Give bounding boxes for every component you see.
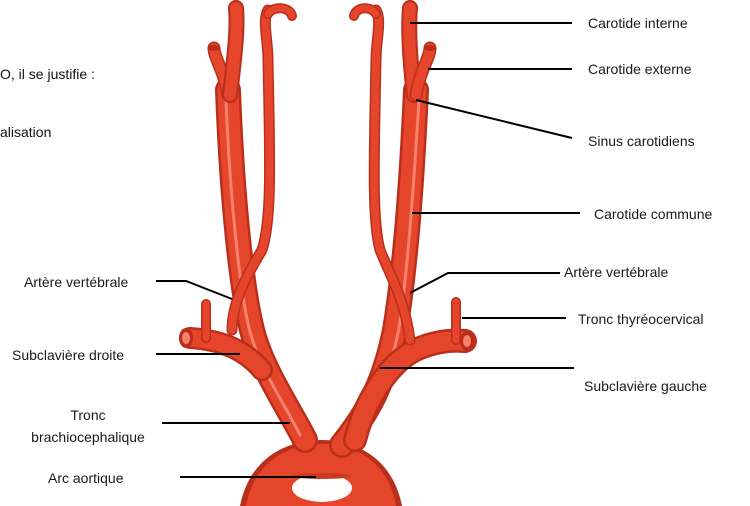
label-tronc-brachiocephalique-2: brachiocephalique: [31, 429, 145, 445]
label-tronc-thyreocervical: Tronc thyréocervical: [578, 311, 704, 327]
label-carotide-commune: Carotide commune: [594, 206, 712, 222]
leader-artere-vertebrale-droite: [156, 281, 232, 299]
leader-artere-vertebrale-gauche: [410, 273, 560, 293]
label-artere-vertebrale-gauche: Artère vertébrale: [564, 264, 668, 280]
label-subclaviere-gauche: Subclavière gauche: [584, 378, 707, 394]
label-carotide-interne: Carotide interne: [588, 15, 688, 31]
leader-sinus-carotidiens: [416, 100, 572, 138]
label-carotide-externe: Carotide externe: [588, 61, 692, 77]
label-arc-aortique: Arc aortique: [48, 470, 124, 486]
label-tronc-brachiocephalique-1: Tronc: [70, 407, 105, 423]
label-sinus-carotidiens: Sinus carotidiens: [588, 133, 695, 149]
right-carotid-branches: [208, 8, 237, 95]
arteries: [179, 8, 474, 506]
left-carotid-branches: [409, 8, 436, 95]
label-artere-vertebrale-droite: Artère vertébrale: [24, 274, 128, 290]
aortic-arch: [240, 440, 402, 506]
label-subclaviere-droite: Subclavière droite: [12, 347, 124, 363]
